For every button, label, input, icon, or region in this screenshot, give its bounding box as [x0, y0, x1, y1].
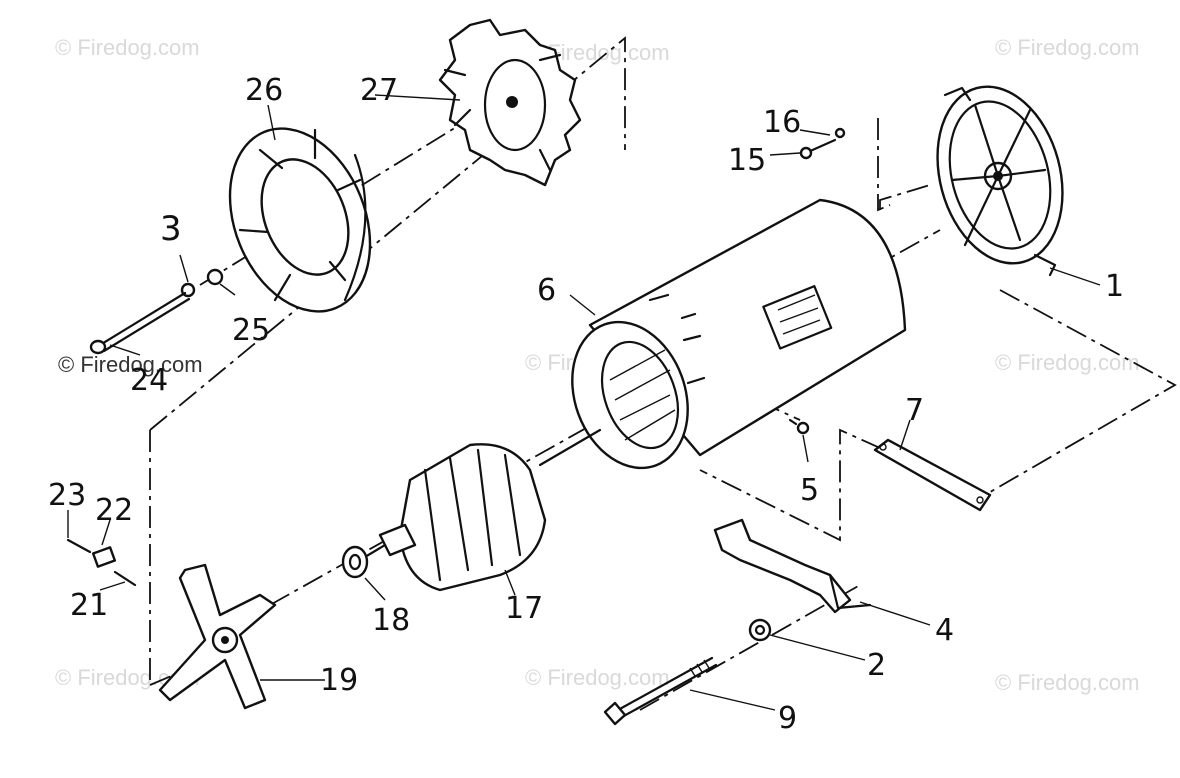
watermark-1: © Firedog.com	[55, 35, 200, 60]
callout-21: 21	[70, 588, 108, 623]
callout-25: 25	[232, 313, 270, 348]
callout-22: 22	[95, 493, 133, 528]
callout-9: 9	[778, 701, 797, 736]
brush-holder-part-19	[158, 563, 277, 710]
bolt-part-9	[603, 656, 718, 726]
bearing-part-18	[341, 545, 369, 579]
boundary-bracket	[879, 184, 931, 210]
fan-part-27	[438, 18, 582, 187]
callout-17: 17	[505, 591, 543, 626]
bolt-part-24	[89, 291, 191, 355]
callout-23: 23	[48, 478, 86, 513]
callout-3: 3	[160, 209, 182, 249]
fan-guard-part-26	[228, 127, 372, 313]
axis-bolt	[639, 584, 861, 711]
end-bell-part-1	[936, 85, 1064, 277]
bracket-part-4	[713, 518, 872, 614]
boundary-top-right	[877, 118, 891, 212]
watermark-8: © Firedog.com	[995, 670, 1140, 695]
screw-part-5	[788, 418, 810, 435]
watermark-overlay: © Firedog.com	[58, 352, 203, 377]
leader-lines	[67, 94, 1101, 711]
callout-26: 26	[245, 73, 283, 108]
watermark-7: © Firedog.com	[525, 665, 670, 690]
washer-part-25	[206, 268, 224, 286]
callout-4: 4	[935, 613, 954, 648]
screw-part-15	[799, 138, 837, 160]
callout-19: 19	[320, 663, 358, 698]
rotor-part-17	[358, 428, 602, 592]
watermark-5: © Firedog.com	[995, 350, 1140, 375]
spring-part-21	[113, 570, 137, 587]
callout-18: 18	[372, 603, 410, 638]
callout-labels: 27 26 3 25 24 6 16 15 1 7 5 4 2 9 17 18 …	[48, 73, 1124, 736]
callout-5: 5	[800, 473, 819, 508]
callout-15: 15	[728, 143, 766, 178]
housing-part-6	[571, 198, 907, 470]
washer-part-2	[748, 618, 772, 642]
lead-part-23	[66, 538, 92, 554]
watermark-3: © Firedog.com	[995, 35, 1140, 60]
callout-2: 2	[867, 648, 886, 683]
brush-part-22	[91, 546, 117, 568]
strap-part-7	[873, 438, 992, 512]
callout-1: 1	[1105, 269, 1124, 304]
callout-27: 27	[360, 73, 398, 108]
callout-16: 16	[763, 105, 801, 140]
washer-part-16	[834, 127, 846, 139]
callout-7: 7	[905, 393, 924, 428]
callout-6: 6	[537, 273, 556, 308]
callout-24: 24	[130, 363, 168, 398]
